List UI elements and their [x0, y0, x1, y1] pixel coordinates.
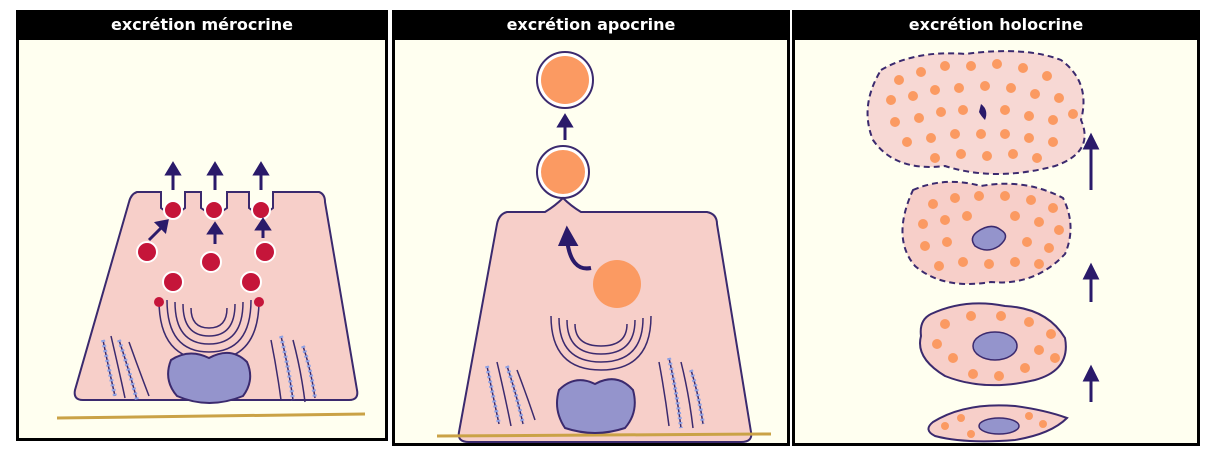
nucleus-icon: [168, 353, 250, 403]
panel-body-apocrine: [395, 40, 787, 443]
holocrine-cell-stage-2: [920, 303, 1066, 385]
arrow-up-icon: [167, 164, 179, 190]
merocrine-diagram: [19, 40, 385, 438]
panel-title-merocrine: excrétion mérocrine: [16, 10, 388, 40]
arrow-up-icon: [559, 116, 571, 140]
nucleus-icon: [973, 332, 1017, 360]
nucleus-icon: [557, 379, 635, 433]
panel-title-holocrine: excrétion holocrine: [792, 10, 1200, 40]
holocrine-cell-stage-3: [902, 182, 1070, 284]
arrow-up-icon: [1085, 136, 1097, 190]
basement-membrane: [57, 414, 365, 418]
arrow-up-icon: [1085, 368, 1097, 402]
holocrine-diagram: [795, 40, 1197, 443]
basement-membrane: [437, 434, 771, 436]
arrow-up-icon: [1085, 266, 1097, 302]
holocrine-cell-stage-1: [928, 405, 1067, 441]
apocrine-diagram: [395, 40, 787, 443]
nucleus-icon: [979, 418, 1019, 434]
panel-body-merocrine: [19, 40, 385, 438]
panel-merocrine: excrétion mérocrine: [16, 10, 388, 441]
panel-holocrine: excrétion holocrine: [792, 10, 1200, 446]
panel-body-holocrine: [795, 40, 1197, 443]
panel-title-apocrine: excrétion apocrine: [392, 10, 790, 40]
secretion-droplet: [593, 260, 641, 308]
panel-apocrine: excrétion apocrine: [392, 10, 790, 446]
holocrine-cell-stage-4: [868, 51, 1085, 174]
arrow-up-icon: [255, 164, 267, 190]
arrow-up-icon: [209, 164, 221, 190]
